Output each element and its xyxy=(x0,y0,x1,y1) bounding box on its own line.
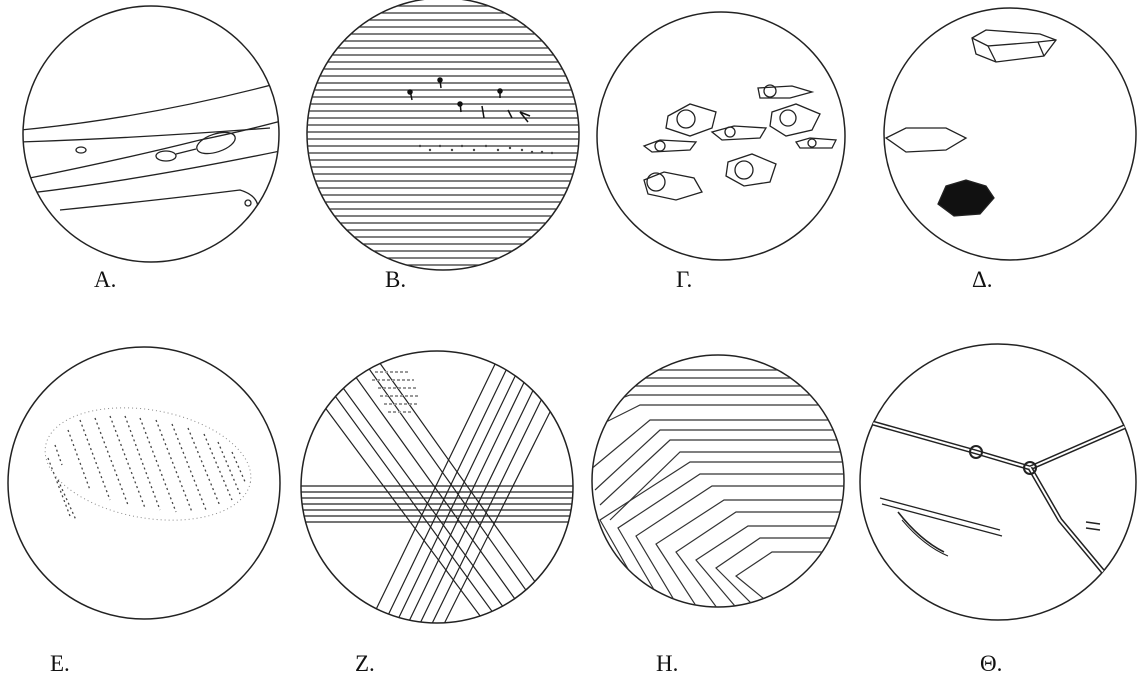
panel-a-circle xyxy=(23,6,279,262)
panel-a-label: A. xyxy=(94,268,116,291)
panel-th-circle xyxy=(860,344,1136,620)
panel-z-drawing xyxy=(300,351,580,640)
panel-g-drawing xyxy=(597,12,845,260)
panel-d-label: Δ. xyxy=(972,268,993,291)
panel-g-label: Γ. xyxy=(676,268,692,291)
panel-d-circle xyxy=(884,8,1136,260)
panel-th-drawing xyxy=(860,344,1140,620)
panel-h-label: H. xyxy=(656,652,678,675)
panel-g-circle xyxy=(597,12,845,260)
panel-a-drawing xyxy=(20,6,290,262)
panel-z-label: Z. xyxy=(355,652,375,675)
panel-b-drawing xyxy=(300,0,590,270)
panel-e-label: E. xyxy=(50,652,70,675)
panel-d-drawing xyxy=(884,8,1136,260)
panel-h-drawing xyxy=(590,355,850,612)
panel-th-label: Θ. xyxy=(980,652,1002,675)
panel-b-label: B. xyxy=(385,268,406,291)
panel-e-drawing xyxy=(8,347,280,619)
panel-e-circle xyxy=(8,347,280,619)
